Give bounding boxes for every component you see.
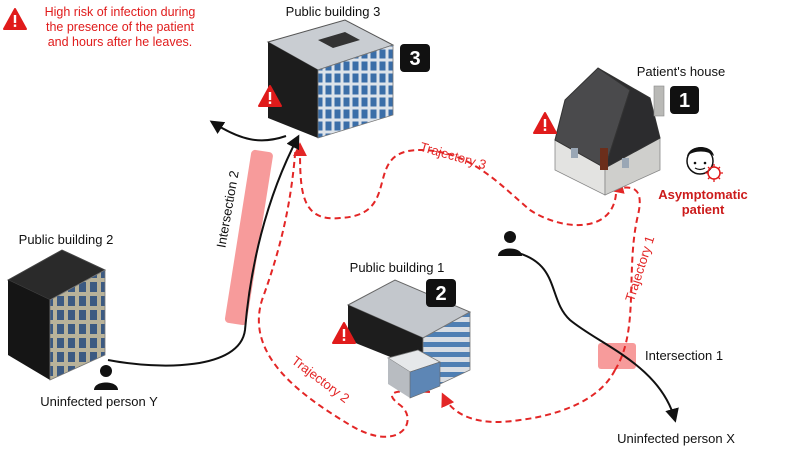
intersection-2-label: Intersection 2	[213, 169, 241, 248]
legend-line-3: and hours after he leaves.	[48, 35, 193, 49]
trajectory-3-path	[293, 142, 617, 226]
intersection-2-highlight	[224, 149, 273, 326]
house-label: Patient's house	[637, 64, 726, 79]
person-y-label: Uninfected person Y	[40, 394, 158, 409]
house-badge: 1	[679, 90, 690, 112]
legend-line-1: High risk of infection during	[45, 5, 196, 19]
intersection-1-highlight	[598, 343, 636, 369]
person-x-path	[517, 252, 679, 423]
building-3-label: Public building 3	[286, 4, 381, 19]
warning-icon	[533, 112, 557, 134]
person-y-path	[107, 134, 300, 367]
public-building-1: 2	[346, 279, 472, 399]
building-2-label: Public building 2	[19, 232, 114, 247]
building-1-label: Public building 1	[350, 260, 445, 275]
person-x-label: Uninfected person X	[617, 431, 735, 446]
warning-icon	[258, 85, 282, 107]
warning-icon	[332, 322, 356, 344]
legend: High risk of infection during the presen…	[3, 5, 196, 49]
trajectory-1-path	[609, 180, 641, 371]
trajectory-2-label: Trajectory 2	[289, 353, 352, 406]
building-3-badge: 3	[409, 48, 420, 70]
virus-icon	[705, 164, 723, 182]
patients-house: 1	[554, 67, 699, 196]
building-1-badge: 2	[435, 283, 446, 305]
legend-line-2: the presence of the patient	[46, 20, 195, 34]
trajectory-2-return-path	[441, 369, 616, 423]
patient-label-line-1: Asymptomatic	[658, 187, 748, 202]
public-building-2	[6, 249, 107, 381]
patient-label-line-2: patient	[682, 202, 725, 217]
trajectory-3-label: Trajectory 3	[418, 139, 488, 172]
person-y-icon	[94, 365, 118, 390]
warning-icon	[3, 8, 27, 30]
public-building-3: 3	[266, 19, 430, 139]
person-x-icon	[498, 231, 522, 256]
patient-face-icon	[686, 147, 714, 175]
trajectory-2-path	[257, 141, 431, 438]
trajectory-1-label: Trajectory 1	[622, 234, 657, 303]
person-y-exit-path	[209, 120, 287, 142]
intersection-1-label: Intersection 1	[645, 348, 723, 363]
